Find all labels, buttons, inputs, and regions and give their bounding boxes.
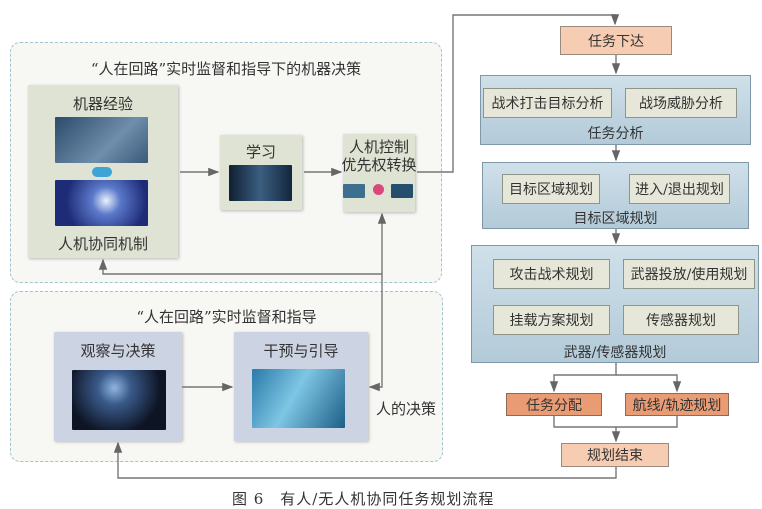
- human-decision-label: 人的决策: [376, 400, 437, 418]
- observe-decide-box: 观察与决策: [54, 332, 182, 441]
- weapon-sensor-label: 武器/传感器规划: [563, 345, 667, 361]
- task-issue-box: 任务下达: [560, 26, 672, 55]
- learning-box: 学习: [220, 135, 302, 210]
- control-priority-label-2: 优先权转换: [341, 156, 417, 174]
- figure-caption: 图 6 有人/无人机协同任务规划流程: [232, 490, 495, 508]
- arrow-feedback-to-machine: [98, 258, 382, 275]
- route-planning-box: 航线/轨迹规划: [625, 393, 729, 416]
- arrow-human-decision-to-intervene: [368, 286, 383, 392]
- intervention-image: [252, 369, 345, 428]
- collaboration-label: 人机协同机制: [57, 235, 148, 253]
- control-image-left: [343, 184, 365, 198]
- learning-label: 学习: [245, 143, 276, 161]
- intervene-guide-box: 干预与引导: [234, 332, 368, 441]
- arrow-control-to-task-issue: [417, 14, 620, 173]
- brain-image: [72, 370, 166, 430]
- human-supervision-title: “人在回路”实时监督和指导: [136, 308, 317, 326]
- arrow-to-task-assignment: [549, 363, 617, 393]
- collaboration-image: [55, 180, 148, 226]
- control-priority-label-1: 人机控制: [348, 138, 409, 156]
- cloud-icon: [92, 167, 112, 177]
- sensor-planning: 传感器规划: [623, 305, 739, 335]
- machine-experience-image: [55, 117, 148, 163]
- arrow-end-to-observe: [113, 441, 617, 479]
- attack-tactics-planning: 攻击战术规划: [493, 259, 610, 289]
- payload-planning: 挂载方案规划: [493, 305, 610, 335]
- observe-decide-label: 观察与决策: [80, 342, 156, 360]
- plan-end-box: 规划结束: [561, 443, 669, 467]
- machine-experience-label: 机器经验: [72, 95, 133, 113]
- merge-line: [553, 416, 678, 428]
- control-priority-box: 人机控制 优先权转换: [341, 134, 417, 212]
- target-area-planning: 目标区域规划: [502, 174, 600, 204]
- machine-decision-title: “人在回路”实时监督和指导下的机器决策: [90, 60, 362, 78]
- intervene-guide-label: 干预与引导: [263, 342, 339, 360]
- weapon-delivery-planning: 武器投放/使用规划: [623, 259, 755, 289]
- swap-icon: [373, 184, 384, 195]
- target-area-label: 目标区域规划: [573, 211, 658, 227]
- target-area-group: 目标区域规划 进入/退出规划 目标区域规划: [482, 162, 749, 229]
- ingress-egress-planning: 进入/退出规划: [629, 174, 730, 204]
- control-image-right: [391, 184, 413, 198]
- machine-experience-box: 机器经验 人机协同机制: [28, 85, 178, 258]
- task-assignment-box: 任务分配: [506, 393, 602, 416]
- tactical-target-analysis: 战术打击目标分析: [483, 88, 612, 118]
- robot-image: [229, 165, 292, 201]
- task-analysis-group: 战术打击目标分析 战场威胁分析 任务分析: [480, 75, 751, 145]
- arrow-to-route-planning: [616, 374, 682, 393]
- weapon-sensor-group: 攻击战术规划 武器投放/使用规划 挂载方案规划 传感器规划 武器/传感器规划: [471, 245, 759, 363]
- threat-analysis: 战场威胁分析: [625, 88, 737, 118]
- task-analysis-label: 任务分析: [587, 126, 644, 142]
